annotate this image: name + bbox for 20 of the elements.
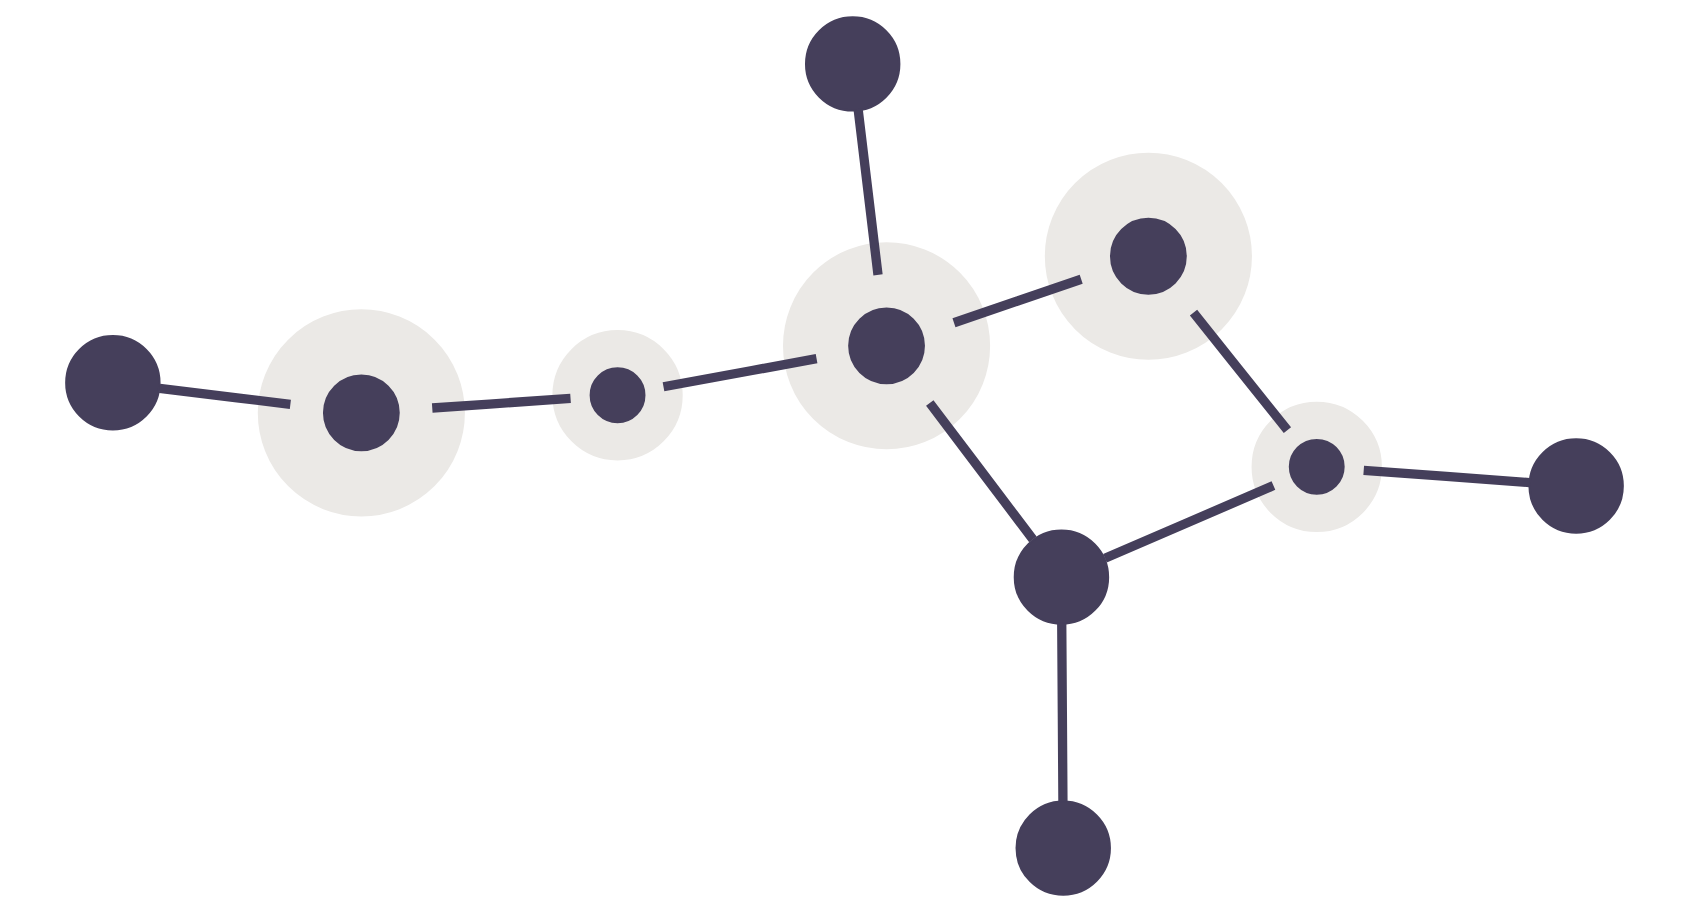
connector <box>951 274 1083 328</box>
connector <box>1056 623 1068 802</box>
node-circle <box>804 16 900 112</box>
connector <box>853 109 883 276</box>
node-circle <box>1044 152 1252 360</box>
node-circle <box>1527 438 1624 534</box>
node-circle <box>782 242 990 450</box>
node-circle <box>1013 529 1109 625</box>
connector <box>1102 481 1275 563</box>
connector <box>662 354 817 392</box>
connector <box>158 383 291 409</box>
node-circle <box>1015 800 1111 896</box>
node-circle <box>1251 401 1382 533</box>
connector <box>1189 309 1291 434</box>
node-circle <box>551 330 683 461</box>
node-circle <box>64 335 161 431</box>
connector <box>431 393 571 413</box>
connector <box>1362 465 1530 488</box>
connector <box>925 400 1037 543</box>
node-circle <box>257 309 465 517</box>
